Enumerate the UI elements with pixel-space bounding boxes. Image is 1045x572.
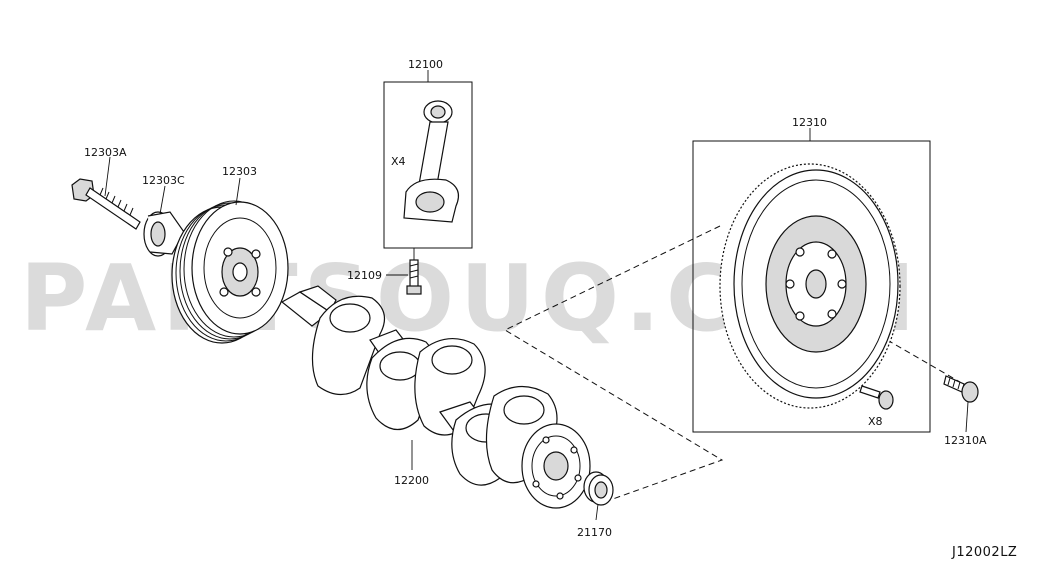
pulley-bolt-number: 12303A	[84, 146, 127, 159]
alignment-dash-lines	[503, 225, 961, 501]
connecting-rod-quantity: X4	[391, 155, 406, 168]
rod-bolt-number: 12109	[347, 269, 382, 282]
flywheel-bolt-part	[943, 375, 979, 403]
rear-oil-seal-leader	[595, 503, 599, 521]
rear-oil-seal-part	[583, 471, 614, 506]
pulley-washer-leader	[159, 185, 166, 215]
flywheel-bolt-number: 12310A	[944, 434, 987, 447]
diagram-code: J12002LZ	[951, 545, 1017, 560]
crank-pulley-part	[171, 200, 289, 344]
crankshaft-part	[280, 285, 591, 509]
rear-oil-seal-number: 21170	[577, 526, 612, 539]
crank-pulley-leader	[235, 177, 241, 206]
pulley-bolt-leader	[104, 156, 111, 197]
crank-pulley-number: 12303	[222, 165, 257, 178]
connecting-rod-number: 12100	[408, 58, 443, 71]
connecting-rod-part	[403, 100, 459, 223]
pulley-washer-part	[143, 211, 185, 257]
flywheel-bolt-leader	[965, 401, 969, 433]
flywheel-number: 12310	[792, 116, 827, 129]
flywheel-frame	[692, 140, 931, 433]
pulley-bolt-part	[71, 178, 141, 230]
crankshaft-number: 12200	[394, 474, 429, 487]
flywheel-inner-bolt-quantity: X8	[868, 415, 883, 428]
flywheel-inner-bolt-part	[859, 385, 894, 410]
pulley-washer-number: 12303C	[142, 174, 185, 187]
flywheel-part	[719, 163, 901, 409]
